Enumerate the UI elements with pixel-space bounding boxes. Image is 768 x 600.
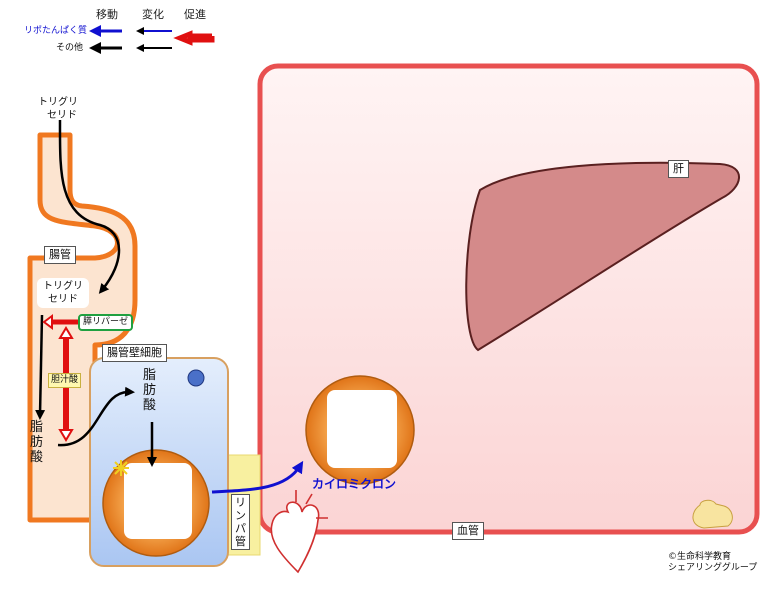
cell-nucleus bbox=[187, 369, 205, 387]
label-intestine: 腸管 bbox=[44, 246, 76, 264]
liver bbox=[465, 161, 740, 352]
legend-row-other: その他 bbox=[56, 43, 84, 53]
legend-arrow-promote bbox=[173, 30, 215, 46]
label-lymph: リ ン パ 管 bbox=[231, 494, 250, 550]
promote-arrow-lipase-head bbox=[42, 314, 53, 330]
arrow-to-fatty-acid bbox=[35, 314, 46, 420]
legend-header-change: 変化 bbox=[142, 8, 164, 21]
label-fatty-acid-left: 脂 肪 酸 bbox=[30, 420, 44, 465]
legend-row-lipoprotein: リポたんぱく質 bbox=[24, 26, 88, 36]
label-triglyceride-top: トリグリ セリド bbox=[38, 97, 78, 121]
label-triglyceride-inner: トリグリ セリド bbox=[37, 278, 89, 308]
chylomicron-blood-core bbox=[327, 390, 397, 468]
promote-arrow-bile-head-bottom bbox=[58, 429, 74, 442]
legend-header-move: 移動 bbox=[96, 8, 118, 21]
label-fatty-acid-cell: 脂 肪 酸 bbox=[143, 368, 157, 413]
promote-arrow-bile-head-top bbox=[58, 326, 74, 339]
label-liver: 肝 bbox=[668, 160, 689, 178]
arrow-triglyceride-in bbox=[58, 119, 121, 294]
arrow-fatty-acid-to-cell bbox=[57, 386, 135, 447]
heart-icon bbox=[270, 490, 328, 574]
legend-header-promote: 促進 bbox=[184, 8, 206, 21]
spark-icon bbox=[113, 460, 129, 476]
chylomicron-cell-core bbox=[124, 463, 192, 539]
arrow-chylomicron-to-blood bbox=[211, 460, 304, 494]
label-pancreatic-lipase: 膵リパーゼ bbox=[78, 314, 134, 331]
label-wall-cell: 腸管壁細胞 bbox=[102, 344, 167, 362]
label-copyright: ©生命科学教育 シェアリンググループ bbox=[668, 552, 758, 573]
label-bile-acid: 胆汁酸 bbox=[48, 373, 82, 388]
mascot-icon bbox=[692, 499, 733, 529]
label-chylomicron: カイロミクロン bbox=[312, 477, 397, 491]
label-blood-vessel: 血管 bbox=[452, 522, 484, 540]
